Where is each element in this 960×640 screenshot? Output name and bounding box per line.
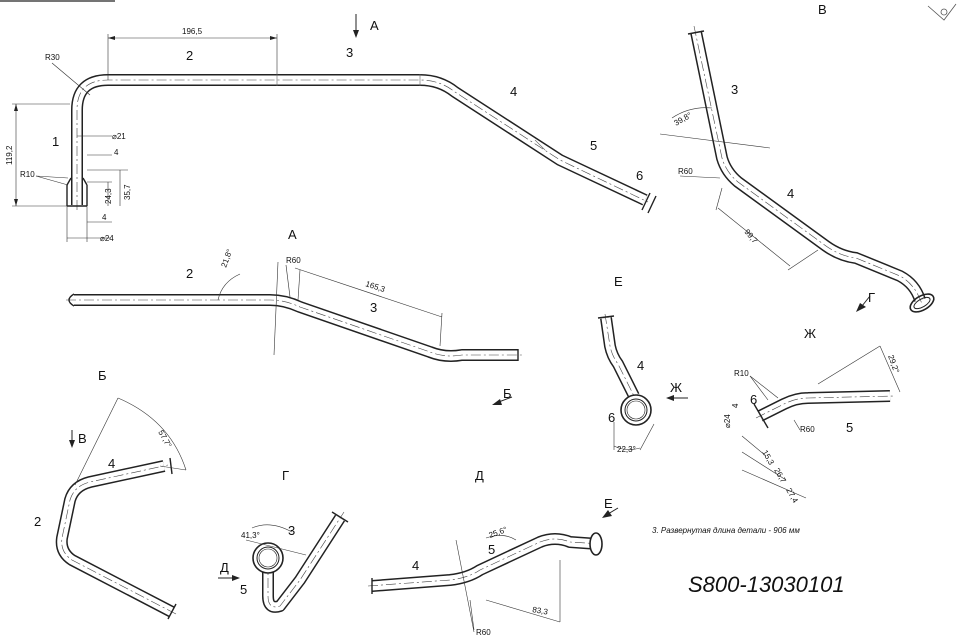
view-e-segment-4: 4: [637, 358, 644, 373]
segment-label-2: 2: [186, 48, 193, 63]
view-arrow-zh-icon: [666, 395, 674, 401]
view-b: Б 57,7° 2 4 В: [34, 368, 187, 620]
view-d: Д 25,6° 83,3 R60 4 5 Е: [367, 468, 619, 637]
view-a-radius: R60: [286, 256, 301, 265]
part-code: S800-13030101: [688, 572, 845, 597]
segment-label-6: 6: [636, 168, 643, 183]
view-g-segment-5: 5: [240, 582, 247, 597]
dim-4b: 4: [102, 213, 107, 222]
view-arrow-g-label: Г: [868, 290, 875, 305]
view-zh-segment-5: 5: [846, 420, 853, 435]
segment-label-1: 1: [52, 134, 59, 149]
view-v-radius: R60: [678, 167, 693, 176]
dim-height-119: 119,2: [5, 145, 14, 165]
view-zh-radius-big: R60: [800, 425, 815, 434]
dim-r10: R10: [20, 170, 35, 179]
dim-dia21: ⌀21: [112, 132, 126, 141]
main-tube: [71, 74, 648, 206]
view-a-angle: 21,8°: [219, 248, 234, 269]
view-zh-dim-dia24: ⌀24: [723, 414, 732, 428]
view-zh: Ж 29,2° R10 R60 4 ⌀24 15,3 26,7 27,4 6 5: [723, 326, 901, 505]
view-v-angle: 39,8°: [673, 111, 694, 128]
view-arrow-a-icon: [353, 30, 359, 38]
view-v-segment-3: 3: [731, 82, 738, 97]
segment-label-5: 5: [590, 138, 597, 153]
view-g: Г 41,3° 3 5 Д: [218, 468, 349, 613]
view-b-angle: 57,7°: [156, 429, 173, 450]
view-e: Е 22,3° 4 6 Ж: [597, 274, 688, 454]
view-g-angle: 41,3°: [241, 531, 260, 540]
view-d-angle: 25,6°: [488, 525, 509, 540]
dim-r30: R30: [45, 53, 60, 62]
main-view: 196,5 R30 119,2 R10 ⌀21 4 24,3 35,7 4 ⌀: [5, 14, 657, 243]
view-d-segment-4: 4: [412, 558, 419, 573]
view-e-title: Е: [614, 274, 623, 289]
view-g-segment-3: 3: [288, 523, 295, 538]
view-zh-radius-small: R10: [734, 369, 749, 378]
dim-35-7: 35,7: [123, 184, 132, 200]
view-arrow-d-label: Д: [220, 560, 229, 575]
length-note: 3. Развернутая длина детали - 906 мм: [652, 526, 800, 535]
view-a-title: А: [288, 227, 297, 242]
segment-label-3: 3: [346, 45, 353, 60]
view-e-segment-6: 6: [608, 410, 615, 425]
view-arrow-v-icon: [69, 440, 75, 448]
view-zh-angle: 29,2°: [886, 354, 901, 375]
view-g-title: Г: [282, 468, 289, 483]
view-d-title: Д: [475, 468, 484, 483]
view-arrow-e-label: Е: [604, 496, 613, 511]
view-zh-segment-6: 6: [750, 392, 757, 407]
view-arrow-v-label: В: [78, 431, 87, 446]
dim-4a: 4: [114, 148, 119, 157]
view-zh-dim-26-7: 26,7: [772, 467, 788, 485]
dim-24-3: 24,3: [104, 188, 113, 204]
dim-dia24: ⌀24: [100, 234, 114, 243]
view-a: А 21,8° R60 165,3 2 3 Б: [66, 227, 522, 405]
view-zh-dim-27-4: 27,4: [784, 487, 800, 505]
view-d-segment-5: 5: [488, 542, 495, 557]
view-zh-title: Ж: [804, 326, 816, 341]
view-v: В 39,8° R60 99,7 3 4 Г: [659, 2, 935, 313]
view-zh-dim-4: 4: [731, 403, 740, 408]
view-v-segment-4: 4: [787, 186, 794, 201]
view-v-title: В: [818, 2, 827, 17]
view-arrow-zh-label: Ж: [670, 380, 682, 395]
view-zh-dim-15-3: 15,3: [760, 449, 776, 467]
view-a-segment-2: 2: [186, 266, 193, 281]
view-arrow-a-label: А: [370, 18, 379, 33]
view-arrow-d-icon: [232, 575, 240, 581]
view-b-segment-4: 4: [108, 456, 115, 471]
view-arrow-g-icon: [856, 303, 866, 312]
roughness-symbol: [927, 3, 957, 21]
view-d-radius: R60: [476, 628, 491, 637]
segment-label-4: 4: [510, 84, 517, 99]
view-d-length: 83,3: [532, 605, 549, 617]
view-b-segment-2: 2: [34, 514, 41, 529]
view-a-segment-3: 3: [370, 300, 377, 315]
view-v-length: 99,7: [742, 228, 759, 246]
view-e-angle: 22,3°: [617, 445, 636, 454]
view-b-title: Б: [98, 368, 107, 383]
view-arrow-b-icon: [492, 399, 502, 405]
view-arrow-e-icon: [602, 510, 612, 518]
dim-length-196: 196,5: [182, 27, 203, 36]
view-arrow-b-label: Б: [503, 386, 512, 401]
